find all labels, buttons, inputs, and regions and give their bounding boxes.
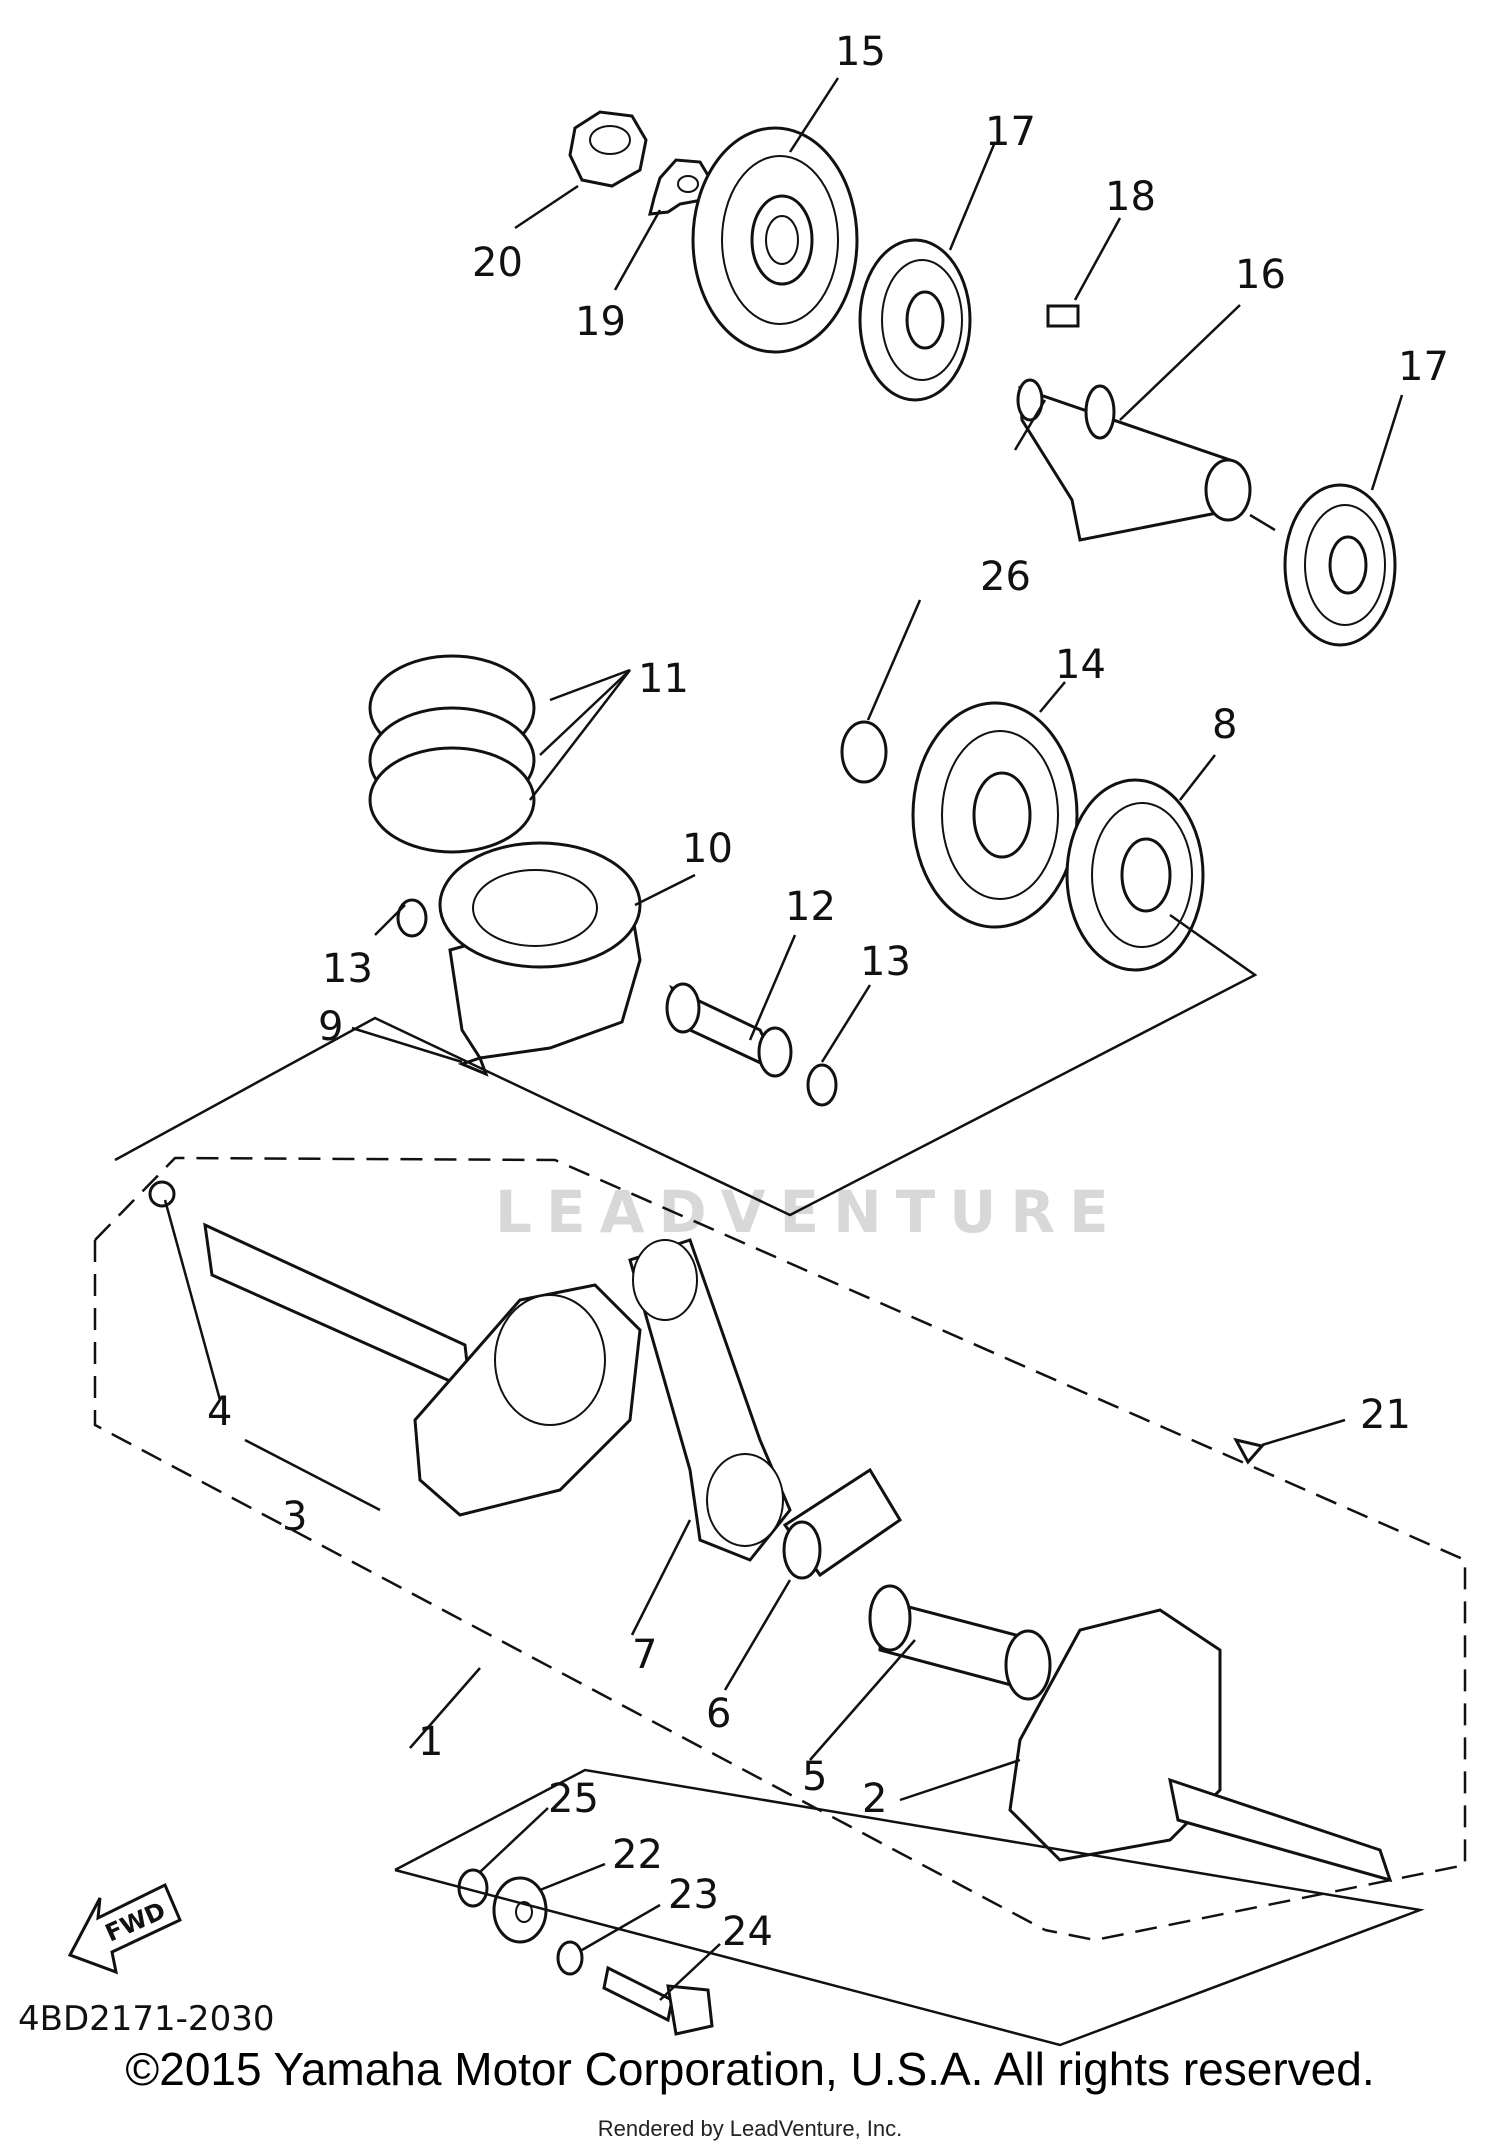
part-piston-rings-11 [368,654,536,854]
part-primary-drive-gear-14 [911,701,1079,929]
callout-18: 18 [1105,174,1156,220]
callout-12: 12 [785,884,836,930]
part-crank-3 [203,1222,642,1517]
callout-10: 10 [682,826,733,872]
callout-25: 25 [548,1776,599,1822]
callout-17-upper: 17 [985,109,1036,155]
part-crank-2 [1008,1608,1393,1883]
part-piston-pin-12 [665,982,793,1078]
part-bolt-24 [602,1965,714,2036]
rendered-by-text: Rendered by LeadVenture, Inc. [597,2116,903,2141]
callout-26: 26 [980,554,1031,600]
callout-13-left: 13 [322,946,373,992]
callout-labels: 1 2 3 4 5 6 7 8 9 10 11 12 13 13 14 15 1… [207,29,1449,1955]
callout-16: 16 [1235,252,1286,298]
part-balancer-gear-15 [691,126,859,354]
fwd-arrow-icon: FWD [67,1882,182,1975]
callout-22: 22 [612,1832,663,1878]
part-code: 4BD2171-2030 [18,1999,274,2039]
callout-4: 4 [207,1389,232,1435]
callout-15: 15 [835,29,886,75]
callout-3: 3 [282,1494,307,1540]
callout-17-lower: 17 [1398,344,1449,390]
callout-23: 23 [668,1872,719,1918]
part-balancer-shaft-16 [1016,378,1252,542]
callout-1: 1 [418,1719,443,1765]
leader-lines [163,77,1404,2001]
watermark-text: LEADVENTURE [495,1178,1123,1246]
part-bearing-17-lower [1283,483,1397,647]
crank-sub-assembly-outline [114,913,1258,1217]
part-bearing-8 [1065,778,1205,972]
callout-9: 9 [318,1004,343,1050]
part-washer-22 [492,1876,548,1944]
crankcase-sub-group-outline [394,1768,1425,2047]
callout-2: 2 [862,1776,887,1822]
part-lock-washer-19 [648,158,714,216]
callout-8: 8 [1212,702,1237,748]
callout-24: 24 [722,1909,773,1955]
crankshaft-assembly-boundary-lower [93,1240,1046,1932]
callout-20: 20 [472,240,523,286]
callout-6: 6 [706,1691,731,1737]
part-circlip-23 [556,1940,584,1976]
part-circlip-13-right [806,1063,838,1107]
part-connecting-rod-7 [628,1238,792,1562]
callout-11: 11 [638,656,689,702]
part-crank-pin-5 [868,1584,1052,1701]
callout-7: 7 [632,1632,657,1678]
part-oil-plug-4 [148,1180,176,1208]
part-nut-20 [568,110,648,188]
crankshaft-assembly-boundary [94,1156,1467,1942]
part-woodruff-key-21 [1233,1437,1265,1465]
callout-13-right: 13 [860,939,911,985]
callout-14: 14 [1055,642,1106,688]
part-woodruff-key-18 [1046,304,1080,328]
callout-5: 5 [802,1754,827,1800]
callout-21: 21 [1360,1392,1411,1438]
part-piston-10 [438,841,642,1060]
part-bearing-17-upper [858,238,972,402]
copyright-text: ©2015 Yamaha Motor Corporation, U.S.A. A… [125,2043,1375,2095]
part-bearing-6 [782,1467,903,1580]
callout-19: 19 [575,299,626,345]
part-circlip-26 [840,720,888,784]
part-circlip-13-left [396,898,428,938]
